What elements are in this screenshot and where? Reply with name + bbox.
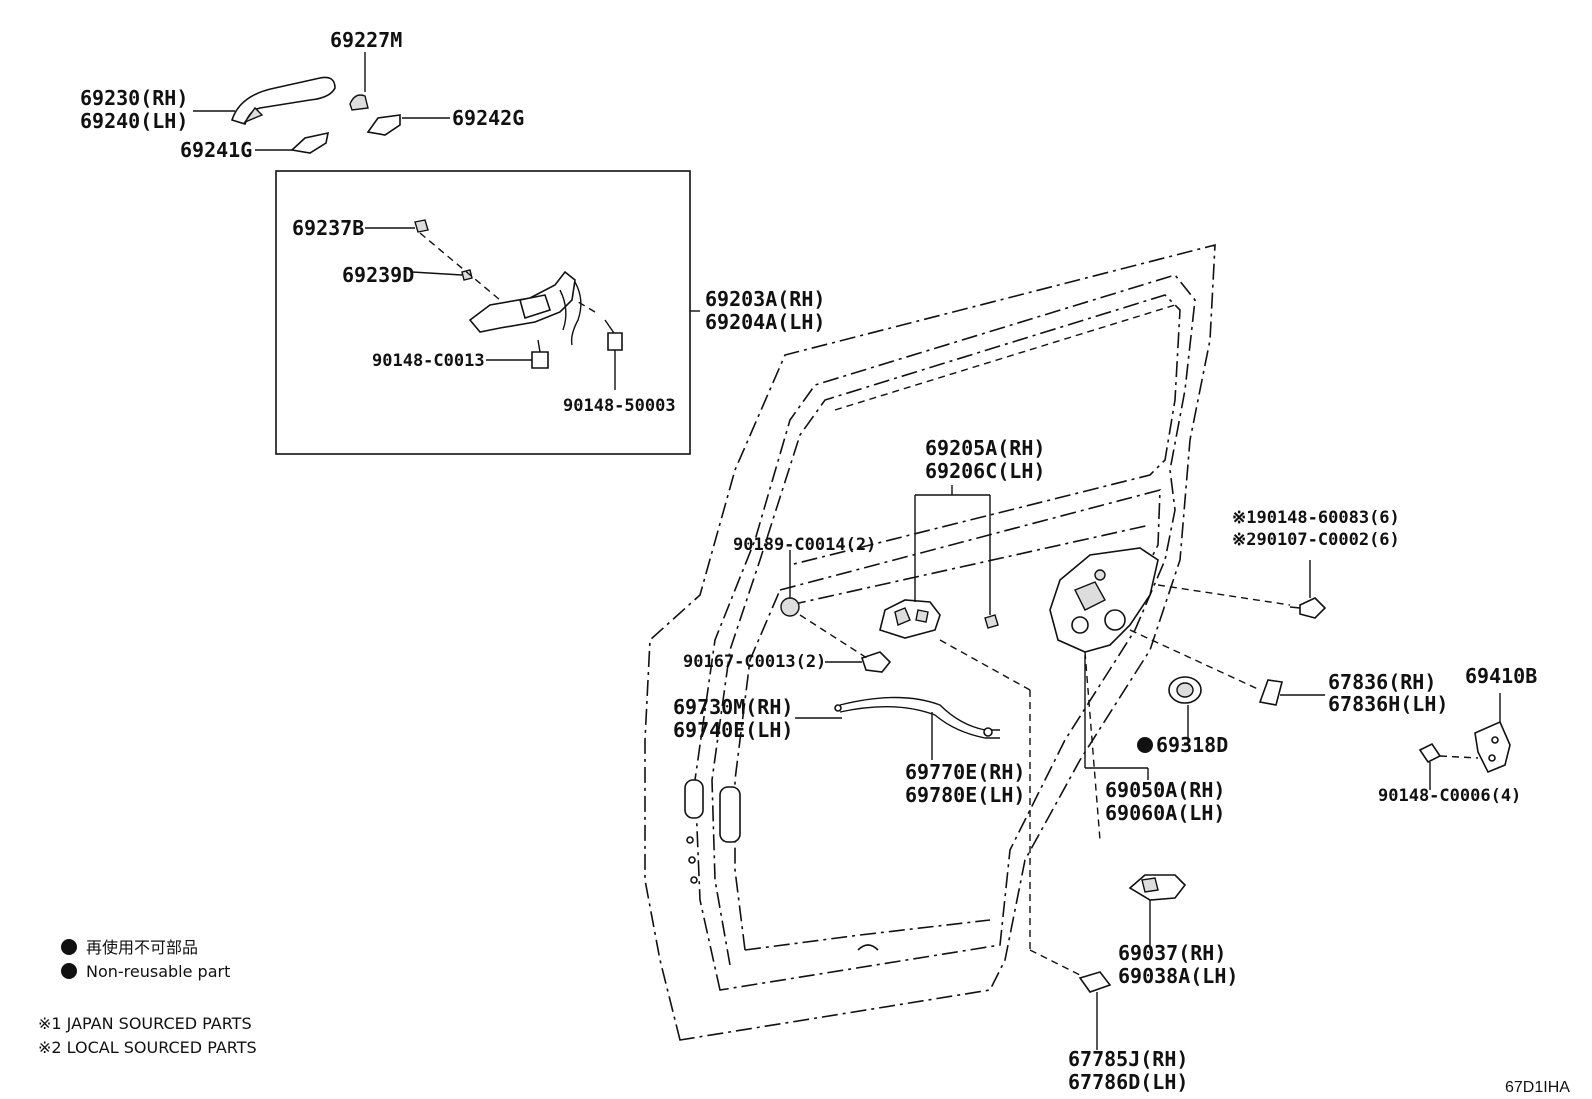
- inside-handle-pin: [984, 614, 999, 629]
- label-69241G: 69241G: [180, 138, 252, 162]
- label-67786D: 67786D(LH): [1068, 1070, 1188, 1094]
- label-69050A: 69050A(RH): [1105, 778, 1225, 802]
- label-69230: 69230(RH): [80, 86, 188, 110]
- label-90148-C0006: 90148-C0006(4): [1378, 786, 1521, 806]
- label-69237B: 69237B: [292, 216, 364, 240]
- label-69204A: 69204A(LH): [705, 310, 825, 334]
- handle-pad-rear: [366, 114, 401, 136]
- bolt-c0013-box: [531, 339, 549, 369]
- lock-seal: [1168, 676, 1202, 704]
- inside-handle: [879, 599, 941, 639]
- legend-note-2: ※2 LOCAL SOURCED PARTS: [38, 1038, 257, 1057]
- lock-bolt: [1289, 597, 1327, 619]
- label-69730M: 69730M(RH): [673, 695, 793, 719]
- label-69240: 69240(LH): [80, 109, 188, 133]
- striker-bolt: [1418, 742, 1442, 764]
- label-69770E: 69770E(RH): [905, 760, 1025, 784]
- door-cables: [834, 696, 1000, 739]
- handle-cap: [349, 94, 369, 111]
- label-69060A: 69060A(LH): [1105, 801, 1225, 825]
- label-67836: 67836(RH): [1328, 670, 1436, 694]
- legend-bullet-jp: [61, 939, 77, 955]
- label-69203A: 69203A(RH): [705, 287, 825, 311]
- diagram-code: 67D1IHA: [1505, 1079, 1570, 1096]
- label-90148-50003: 90148-50003: [563, 396, 676, 416]
- label-69740E: 69740E(LH): [673, 718, 793, 742]
- label-90148-C0013: 90148-C0013: [372, 351, 485, 371]
- label-69239D: 69239D: [342, 263, 414, 287]
- striker: [1474, 720, 1511, 774]
- label-69780E: 69780E(LH): [905, 783, 1025, 807]
- legend-note-1: ※1 JAPAN SOURCED PARTS: [38, 1014, 252, 1033]
- label-69037: 69037(RH): [1118, 941, 1226, 965]
- nonreusable-marker-69318D: [1137, 737, 1153, 753]
- legend-bullet-en: [61, 963, 77, 979]
- protector: [1078, 971, 1112, 993]
- label-69205A: 69205A(RH): [925, 436, 1045, 460]
- label-90107-C0002: ※290107-C0002(6): [1232, 530, 1400, 550]
- label-69227M: 69227M: [330, 28, 402, 52]
- label-90148-60083: ※190148-60083(6): [1232, 508, 1400, 528]
- frame-box: [275, 170, 691, 455]
- label-69206C: 69206C(LH): [925, 459, 1045, 483]
- screw-c0013: [860, 651, 892, 673]
- label-67785J: 67785J(RH): [1068, 1047, 1188, 1071]
- outside-handle: [230, 76, 336, 125]
- label-90189-C0014: 90189-C0014(2): [733, 535, 876, 555]
- legend-nonreusable-en: Non-reusable part: [86, 962, 230, 981]
- door-panel-outline: [644, 243, 1216, 1041]
- legend-nonreusable-jp: 再使用不可部品: [86, 938, 198, 957]
- lock-link: [1128, 874, 1187, 901]
- frame-clip-small: [461, 269, 473, 281]
- label-69038A: 69038A(LH): [1118, 964, 1238, 988]
- label-67836H: 67836H(LH): [1328, 692, 1448, 716]
- label-69410B: 69410B: [1465, 664, 1537, 688]
- frame-assembly: [468, 270, 582, 346]
- bolt-50003-box: [604, 319, 623, 351]
- frame-clip-top: [414, 219, 429, 233]
- label-90167-C0013: 90167-C0013(2): [683, 652, 826, 672]
- handle-pad-front: [290, 131, 330, 154]
- label-69242G: 69242G: [452, 106, 524, 130]
- label-69318D: 69318D: [1156, 733, 1228, 757]
- clip-c0014: [780, 597, 800, 617]
- lock-cover: [1258, 679, 1284, 706]
- door-lock-assembly: [1049, 547, 1159, 653]
